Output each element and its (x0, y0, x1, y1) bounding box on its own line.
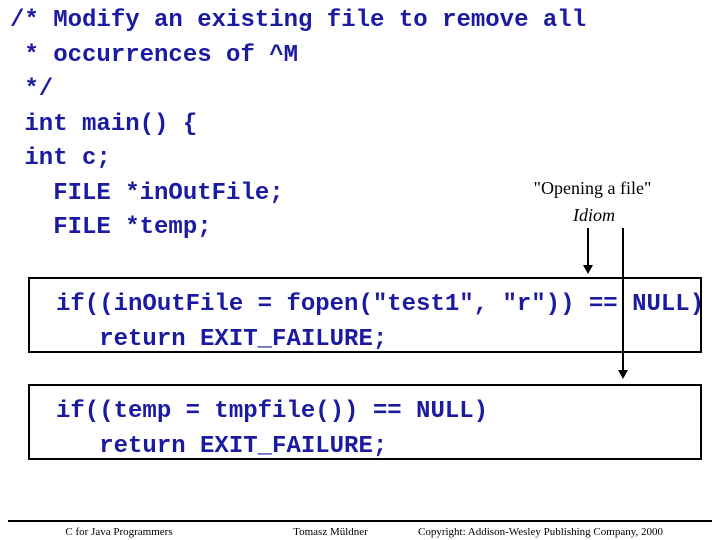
arrow-head (583, 265, 593, 274)
code-box-fopen: if((inOutFile = fopen("test1", "r")) == … (28, 277, 704, 353)
code-box-fopen-text: if((inOutFile = fopen("test1", "r")) == … (56, 291, 705, 353)
annotation-opening-a-file: "Opening a file" (533, 178, 652, 198)
footer-book-title: C for Java Programmers (65, 526, 173, 538)
annotation-idiom-label: Idiom (573, 205, 615, 225)
footer-divider (8, 520, 712, 522)
code-box-tmpfile-text: if((temp = tmpfile()) == NULL) return EX… (56, 398, 489, 460)
code-box-tmpfile: if((temp = tmpfile()) == NULL) return EX… (28, 384, 702, 460)
arrow-shaft (622, 228, 624, 371)
arrow-shaft (587, 228, 589, 266)
footer-author: Tomasz Müldner (293, 526, 368, 538)
code-top-block: /* Modify an existing file to remove all… (10, 7, 587, 241)
footer-copyright: Copyright: Addison-Wesley Publishing Com… (418, 526, 663, 538)
arrow-head (618, 370, 628, 379)
